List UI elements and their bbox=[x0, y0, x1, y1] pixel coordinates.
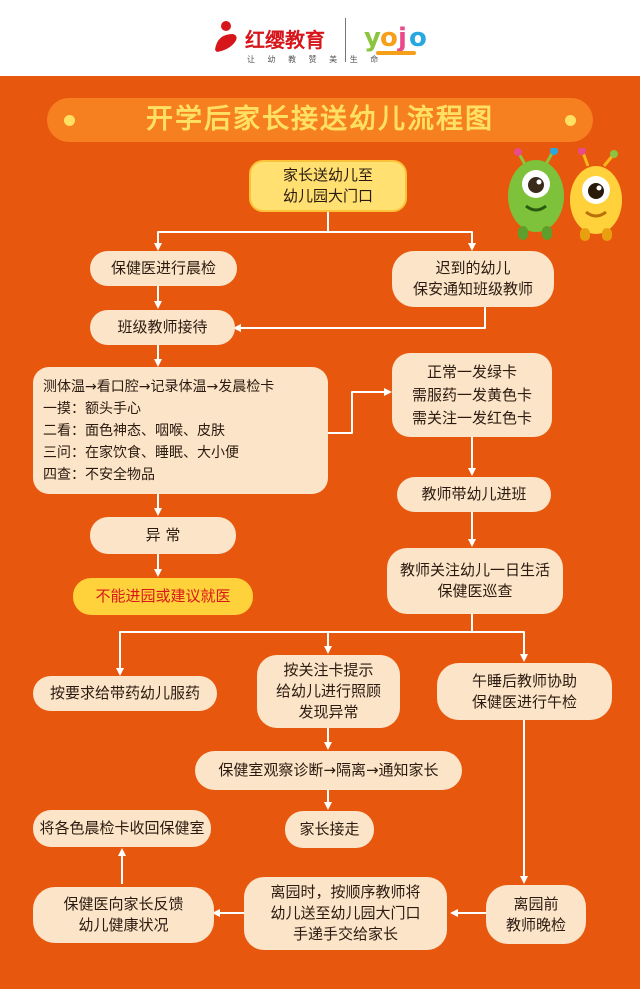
hongying-mark-icon bbox=[215, 21, 237, 52]
node-start: 家长送幼儿至 幼儿园大门口 bbox=[249, 160, 407, 212]
header-divider bbox=[345, 18, 346, 62]
node-leaving: 离园时，按顺序教师将 幼儿送至幼儿园大门口 手递手交给家长 bbox=[244, 877, 447, 950]
mascot-yellow-icon bbox=[570, 148, 622, 241]
node-cards: 正常一发绿卡 需服药一发黄色卡 需关注一发红色卡 bbox=[392, 353, 552, 437]
node-medicine: 按要求给带药幼儿服药 bbox=[33, 676, 217, 711]
svg-text:y: y bbox=[364, 23, 382, 53]
svg-text:o: o bbox=[380, 23, 399, 53]
node-focus-card: 按关注卡提示 给幼儿进行照顾 发现异常 bbox=[257, 655, 400, 728]
yojo-logo: y o j o bbox=[364, 18, 430, 58]
node-no-entry: 不能进园或建议就医 bbox=[73, 578, 253, 615]
title-dot-left bbox=[64, 115, 75, 126]
mascot-green-icon bbox=[508, 148, 564, 240]
mascot-illustration bbox=[508, 148, 622, 241]
node-to-class: 教师带幼儿进班 bbox=[397, 477, 551, 512]
node-evening-check: 离园前 教师晚检 bbox=[486, 885, 586, 944]
node-nap-check: 午睡后教师协助 保健医进行午检 bbox=[437, 663, 612, 720]
node-checklist: 测体温→看口腔→记录体温→发晨检卡 一摸：额头手心 二看：面色神态、咽喉、皮肤 … bbox=[33, 367, 328, 494]
page-title: 开学后家长接送幼儿流程图 bbox=[146, 104, 494, 135]
yojo-wordmark-icon: y o j o bbox=[364, 23, 428, 55]
header-bar: 红缨教育 让 幼 教 赞 美 生 命 y o j o bbox=[0, 0, 640, 76]
node-return-cards: 将各色晨检卡收回保健室 bbox=[33, 810, 211, 847]
brand-name: 红缨教育 bbox=[245, 28, 325, 52]
node-late: 迟到的幼儿 保安通知班级教师 bbox=[392, 251, 554, 307]
arrow-checklist-to-cards bbox=[328, 388, 392, 434]
arrow-late-to-receive bbox=[233, 307, 486, 332]
node-observe: 保健室观察诊断→隔离→通知家长 bbox=[195, 751, 462, 790]
node-daily-watch: 教师关注幼儿一日生活 保健医巡查 bbox=[387, 548, 563, 614]
node-teacher-receive: 班级教师接待 bbox=[90, 310, 235, 345]
node-abnormal: 异 常 bbox=[90, 517, 236, 554]
brand-slogan: 让 幼 教 赞 美 生 命 bbox=[247, 55, 384, 64]
arrow-start-split bbox=[157, 212, 472, 249]
svg-text:o: o bbox=[409, 23, 428, 53]
hongying-logo: 红缨教育 让 幼 教 赞 美 生 命 bbox=[207, 10, 378, 68]
node-feedback: 保健医向家长反馈 幼儿健康状况 bbox=[33, 887, 214, 943]
title-bar: 开学后家长接送幼儿流程图 bbox=[47, 98, 593, 142]
title-dot-right bbox=[565, 115, 576, 126]
svg-text:j: j bbox=[397, 23, 408, 53]
node-morning-check: 保健医进行晨检 bbox=[90, 251, 237, 286]
node-pickup: 家长接走 bbox=[285, 811, 374, 848]
